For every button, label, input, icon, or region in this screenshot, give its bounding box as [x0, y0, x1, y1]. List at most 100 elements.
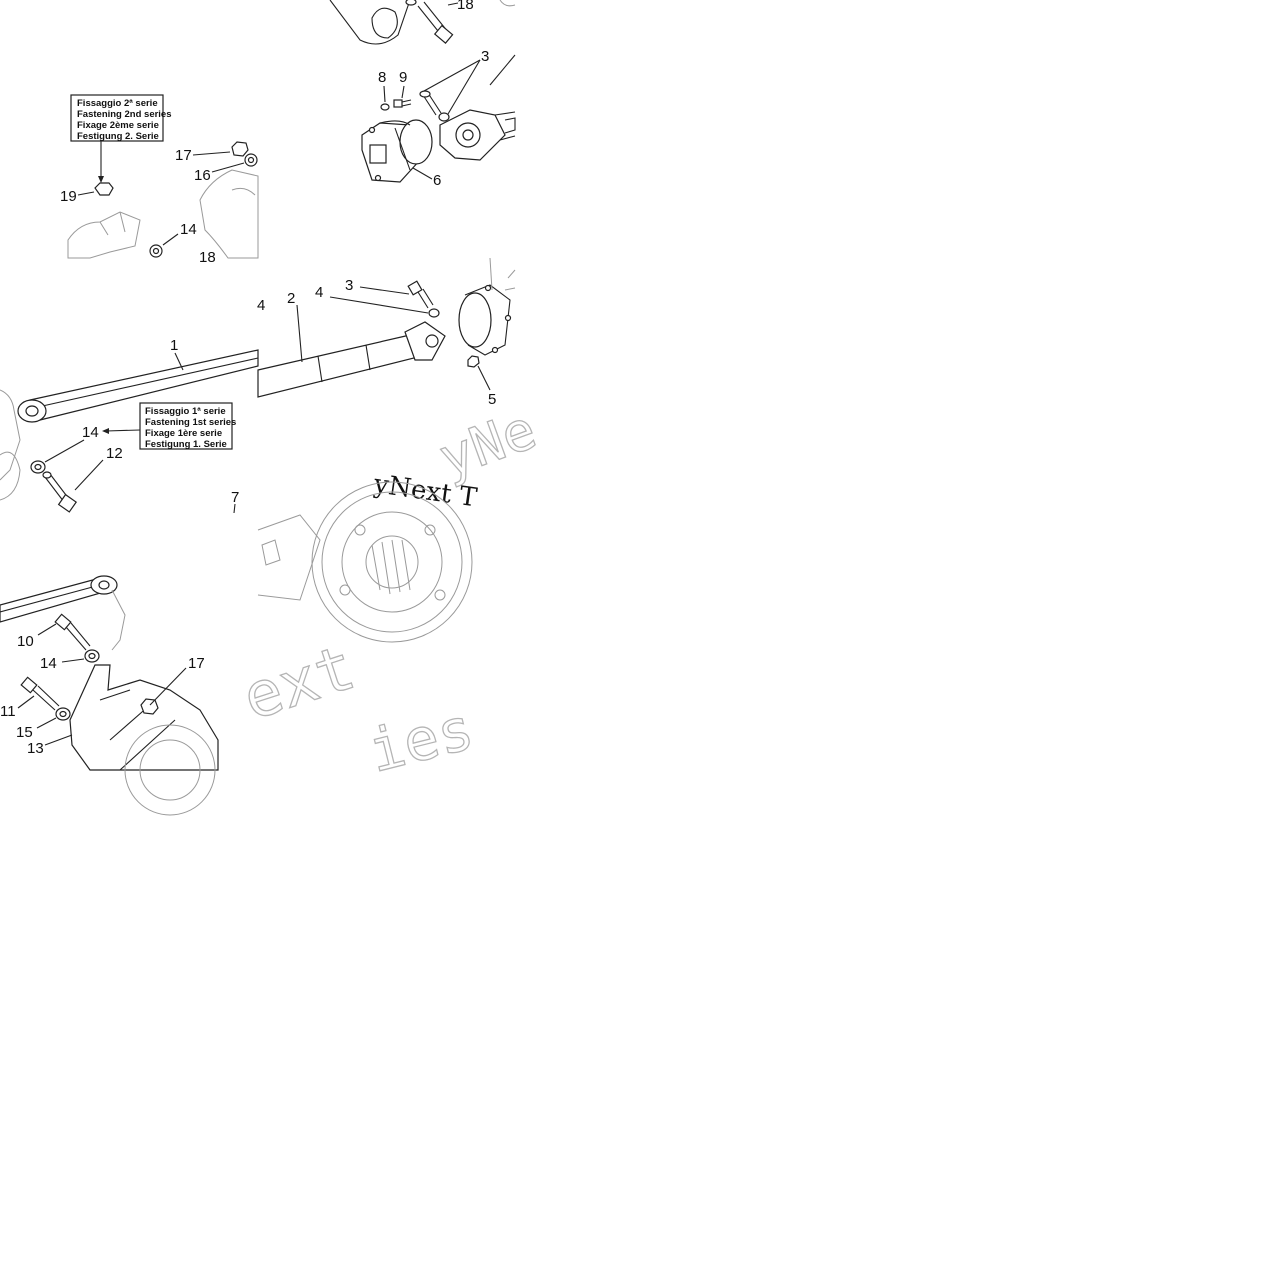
callout-14c: 14 [40, 655, 57, 672]
leader-13 [44, 734, 73, 746]
tile-mid-right: 2 4 3 4 5 yNe yNext T [257, 257, 545, 513]
nut-17-top [231, 141, 249, 157]
callout-12: 12 [106, 445, 123, 462]
washer-15-hole [59, 710, 67, 718]
bracket-ring-inner [139, 739, 201, 801]
leader-3b [359, 286, 410, 295]
note-first-line-3: Fixage 1ère serie [145, 428, 222, 439]
leader-edge [489, 54, 516, 86]
leader-1 [174, 352, 184, 371]
callout-6: 6 [433, 172, 441, 189]
hub-bolt-hole-1 [354, 524, 366, 536]
note-first-line-4: Festigung 1. Serie [145, 439, 227, 450]
bolt-3-mid [407, 280, 434, 309]
note-box-first-series [139, 402, 233, 450]
leader-10 [37, 623, 57, 636]
bracket-ring [124, 724, 216, 816]
leader-5 [477, 365, 491, 391]
callout-1: 1 [170, 337, 178, 354]
note-first-line-1: Fissaggio 1ª serie [145, 406, 226, 417]
bracket-detail [99, 211, 126, 236]
nut-19 [94, 182, 114, 196]
hub-splines [371, 539, 411, 595]
note-arrow-first [105, 429, 141, 432]
dash-outline [111, 589, 126, 651]
nut-14-top-hole [152, 247, 160, 255]
bolt-18-top [405, 0, 454, 44]
bracket-outline-right [199, 169, 259, 259]
leader-3a-b [423, 59, 481, 92]
callout-8: 8 [378, 69, 386, 86]
washer-14-mid-hole [34, 463, 42, 471]
note-second-line-1: Fissaggio 2ª serie [77, 98, 158, 109]
hub-bolt-hole-4 [434, 589, 446, 601]
hub-bolt-hole-3 [339, 584, 351, 596]
gearbox-block [261, 539, 281, 566]
washer-14-lower-hole [88, 652, 96, 660]
hub-ring-2 [321, 491, 463, 633]
tie-rod-ridge [37, 357, 259, 408]
hub-bore [365, 535, 419, 589]
bracket-curve [231, 187, 256, 196]
edge-fragment [499, 0, 516, 7]
callout-10: 10 [17, 633, 34, 650]
callout-19: 19 [60, 188, 77, 205]
tube-opening [371, 7, 398, 39]
leader-14b [44, 439, 85, 463]
watermark-bottom-ext: ext [234, 630, 363, 734]
bracket-outline-left [67, 211, 141, 259]
leader-8 [383, 85, 386, 103]
callout-3a: 3 [481, 48, 489, 65]
leader-14a [162, 233, 179, 246]
callout-16: 16 [194, 167, 211, 184]
hub-bolt-hole-2 [424, 524, 436, 536]
leader-2 [296, 304, 303, 363]
tie-rod-lower-end-hole [98, 580, 110, 590]
note-arrowhead-second [98, 176, 104, 183]
callout-9: 9 [399, 69, 407, 86]
mount-bracket [69, 664, 219, 771]
watermark-mid-right: yNe [431, 398, 544, 491]
shaft-joint-1 [317, 355, 323, 383]
bolt-10 [54, 613, 91, 651]
leader-16 [211, 162, 245, 173]
leader-7 [233, 503, 236, 514]
callout-2: 2 [287, 290, 295, 307]
callout-17a: 17 [175, 147, 192, 164]
note-box-second-series [70, 94, 164, 142]
watermark-bottom-ies: ies [362, 694, 480, 785]
callout-17b: 17 [188, 655, 205, 672]
hub-outer-ring [311, 481, 473, 643]
shaft-joint-2 [365, 344, 371, 371]
leader-15 [36, 717, 57, 729]
leader-9 [401, 85, 405, 99]
callout-11: 11 [0, 703, 16, 720]
callout-14a: 14 [180, 221, 197, 238]
leader-17a [192, 151, 231, 156]
callout-14b: 14 [82, 424, 99, 441]
propeller-shaft [257, 334, 419, 398]
callout-5: 5 [488, 391, 496, 408]
note-second-line-3: Fixage 2ème serie [77, 120, 159, 131]
callout-15: 15 [16, 724, 33, 741]
callout-3b: 3 [345, 277, 353, 294]
callout-4b: 4 [315, 284, 323, 301]
tie-rod-end-hole [25, 405, 39, 417]
washer-4 [428, 308, 440, 318]
housing-ring-left [0, 451, 21, 501]
leader-4b [329, 296, 429, 314]
screw-9 [393, 99, 412, 108]
callout-4a: 4 [257, 297, 265, 314]
washer-16-hole [247, 156, 255, 164]
note-second-line-4: Festigung 2. Serie [77, 131, 159, 142]
flange-housing-6 [361, 119, 433, 183]
nut-5 [467, 355, 480, 368]
note-first-line-2: Fastening 1st series [145, 417, 236, 428]
note-arrowhead-first [102, 428, 109, 434]
callout-13: 13 [27, 740, 44, 757]
shaft-yoke-pin [425, 334, 439, 348]
bolt-11 [20, 676, 60, 711]
tie-rod-lower [0, 577, 105, 623]
